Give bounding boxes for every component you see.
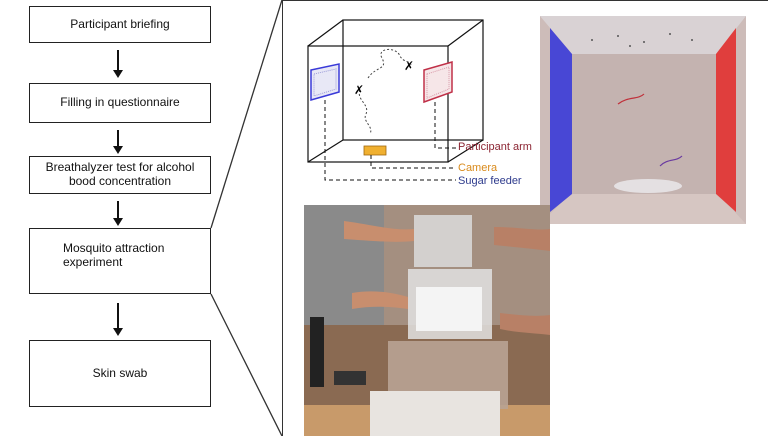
flow-arrow [113,50,123,78]
svg-text:✗: ✗ [404,59,414,73]
step-label: Mosquito attraction experiment [63,241,165,269]
step-mosquito-experiment: Mosquito attraction experiment [29,228,211,294]
cage-schematic: ✗ ✗ [307,19,484,181]
camera-box [363,145,387,156]
flow-arrow [113,201,123,226]
step-label: Skin swab [92,365,148,380]
setup-photo [304,205,550,436]
right-arm-window [423,61,453,104]
cage-top-view-photo [540,16,746,224]
blue-panel [550,28,572,212]
step-label: Filling in questionnaire [60,95,180,110]
step-skin-swab: Skin swab [29,340,211,407]
experiment-panel [282,0,768,436]
label-sugar-feeder: Sugar feeder [458,175,522,187]
step-participant-briefing: Participant briefing [29,6,211,43]
left-arm-window [310,63,340,101]
red-panel [716,28,736,212]
step-questionnaire: Filling in questionnaire [29,83,211,123]
flow-arrow [113,303,123,336]
label-camera: Camera [458,162,498,174]
label-participant-arm: Participant arm [458,141,532,153]
svg-text:✗: ✗ [354,83,364,97]
flow-arrow [113,130,123,154]
step-label: Participant briefing [70,16,170,31]
step-breathalyzer: Breathalyzer test for alcohol bood conce… [29,156,211,194]
step-label: Breathalyzer test for alcohol bood conce… [45,160,195,188]
